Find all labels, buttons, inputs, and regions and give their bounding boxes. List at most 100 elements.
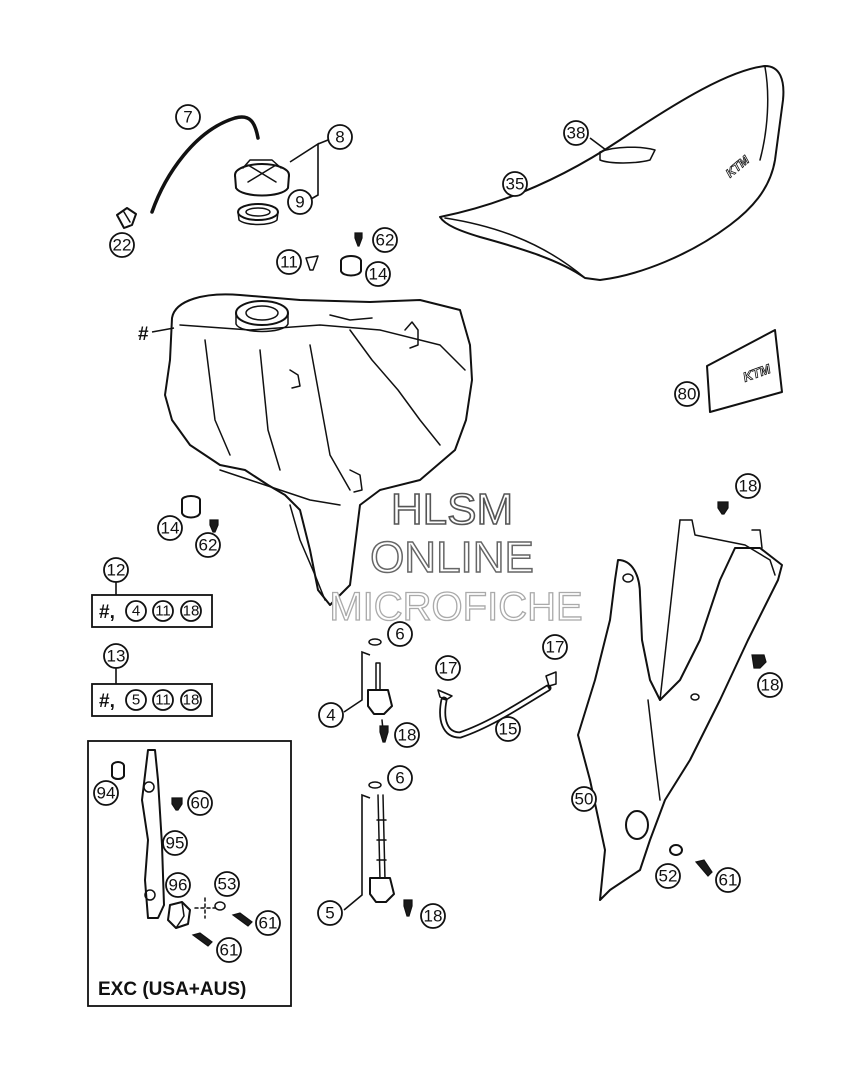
svg-text:11: 11	[280, 253, 298, 272]
washer-53	[214, 901, 226, 911]
screw-11	[305, 255, 319, 271]
callout-35: 35	[502, 171, 528, 197]
watermark-line-2: ONLINE	[370, 533, 534, 582]
svg-text:15: 15	[499, 720, 518, 739]
sleeve-94	[111, 761, 125, 780]
callout-9: 9	[287, 189, 313, 215]
callout-14-lower: 14	[157, 515, 183, 541]
callout-5: 5	[317, 900, 343, 926]
callout-17-left: 17	[435, 655, 461, 681]
fuel-tap-lower	[368, 781, 413, 917]
callout-60: 60	[187, 790, 213, 816]
svg-text:8: 8	[335, 128, 344, 147]
callout-53: 53	[214, 871, 240, 897]
callout-61-inset-lower: 61	[216, 937, 242, 963]
screw-62-lower	[209, 519, 219, 533]
kit-13-item-0: 5	[132, 692, 140, 709]
svg-text:18: 18	[761, 676, 780, 695]
callout-61-inset-upper: 61	[255, 910, 281, 936]
svg-text:6: 6	[395, 625, 404, 644]
seat: KTM	[439, 65, 785, 281]
tank-shroud	[577, 519, 783, 901]
callout-22: 22	[109, 232, 135, 258]
callout-11: 11	[276, 249, 302, 275]
svg-text:35: 35	[506, 175, 525, 194]
svg-text:52: 52	[659, 867, 678, 886]
watermark: HLSM ONLINE MICROFICHE	[329, 484, 584, 629]
callout-18-shroud-top: 18	[735, 473, 761, 499]
callout-17-right: 17	[542, 634, 568, 660]
screw-61-inset-upper	[231, 912, 253, 927]
hose-clamp-right	[545, 671, 557, 687]
callout-6-upper: 6	[387, 621, 413, 647]
svg-text:14: 14	[161, 519, 180, 538]
screw-60	[171, 797, 183, 811]
svg-text:17: 17	[439, 659, 458, 678]
callout-12: 12	[103, 557, 129, 583]
callout-15: 15	[495, 716, 521, 742]
screw-18-shroud-top	[717, 501, 729, 515]
fuel-tap-upper	[367, 638, 393, 743]
kit-12-item-0: 4	[132, 603, 140, 620]
svg-text:60: 60	[191, 794, 210, 813]
kit-13-prefix: #,	[99, 691, 115, 712]
kit-13-item-2: 18	[183, 692, 200, 709]
elbow-fitting	[116, 207, 137, 229]
kit-13-box: #, 5 11 18	[91, 683, 213, 717]
callout-14-upper: 14	[365, 261, 391, 287]
tank-marker-leader	[151, 327, 175, 333]
callout-6-lower: 6	[387, 765, 413, 791]
kit-12-prefix: #,	[99, 602, 115, 623]
bushing-14-upper	[340, 255, 362, 277]
inset-label: EXC (USA+AUS)	[98, 979, 246, 1000]
svg-text:95: 95	[166, 834, 185, 853]
svg-text:12: 12	[107, 561, 126, 580]
svg-text:38: 38	[567, 124, 586, 143]
svg-text:9: 9	[295, 193, 304, 212]
kit-12-item-1: 11	[155, 603, 171, 620]
callout-50: 50	[571, 786, 597, 812]
inset-bracket	[141, 749, 165, 919]
callout-62-upper: 62	[372, 227, 398, 253]
svg-text:14: 14	[369, 265, 388, 284]
fuel-cap	[234, 159, 290, 197]
callout-96: 96	[165, 872, 191, 898]
callout-95: 95	[162, 830, 188, 856]
washer-52	[669, 844, 683, 856]
screw-61-inset-lower	[191, 932, 213, 947]
bushing-14-lower	[181, 495, 201, 519]
svg-text:62: 62	[376, 231, 395, 250]
callout-62-lower: 62	[195, 532, 221, 558]
svg-text:18: 18	[398, 726, 417, 745]
decal: KTM	[706, 329, 783, 413]
kit-12-item-2: 18	[183, 603, 200, 620]
kit-12-box: #, 4 11 18	[91, 594, 213, 628]
screw-62-upper	[354, 232, 363, 247]
screw-18-shroud-side	[751, 654, 767, 669]
callout-8: 8	[327, 124, 353, 150]
nut-96	[167, 901, 191, 929]
svg-text:4: 4	[326, 706, 335, 725]
svg-text:61: 61	[719, 871, 738, 890]
svg-text:61: 61	[220, 941, 239, 960]
cap-gasket	[237, 203, 279, 226]
svg-text:50: 50	[575, 790, 594, 809]
svg-text:6: 6	[395, 769, 404, 788]
svg-text:61: 61	[259, 914, 278, 933]
svg-text:96: 96	[169, 876, 188, 895]
callout-4: 4	[318, 702, 344, 728]
svg-text:18: 18	[739, 477, 758, 496]
svg-text:7: 7	[183, 108, 192, 127]
svg-text:62: 62	[199, 536, 218, 555]
breather-hose	[150, 115, 260, 214]
svg-text:94: 94	[97, 784, 116, 803]
screw-61-shroud	[694, 859, 713, 877]
svg-text:13: 13	[107, 647, 126, 666]
callout-61-shroud: 61	[715, 867, 741, 893]
callout-94: 94	[93, 780, 119, 806]
callout-52: 52	[655, 863, 681, 889]
kit-13-item-1: 11	[155, 692, 171, 709]
callout-18-shroud-side: 18	[757, 672, 783, 698]
hose-clamp-left	[437, 689, 453, 701]
